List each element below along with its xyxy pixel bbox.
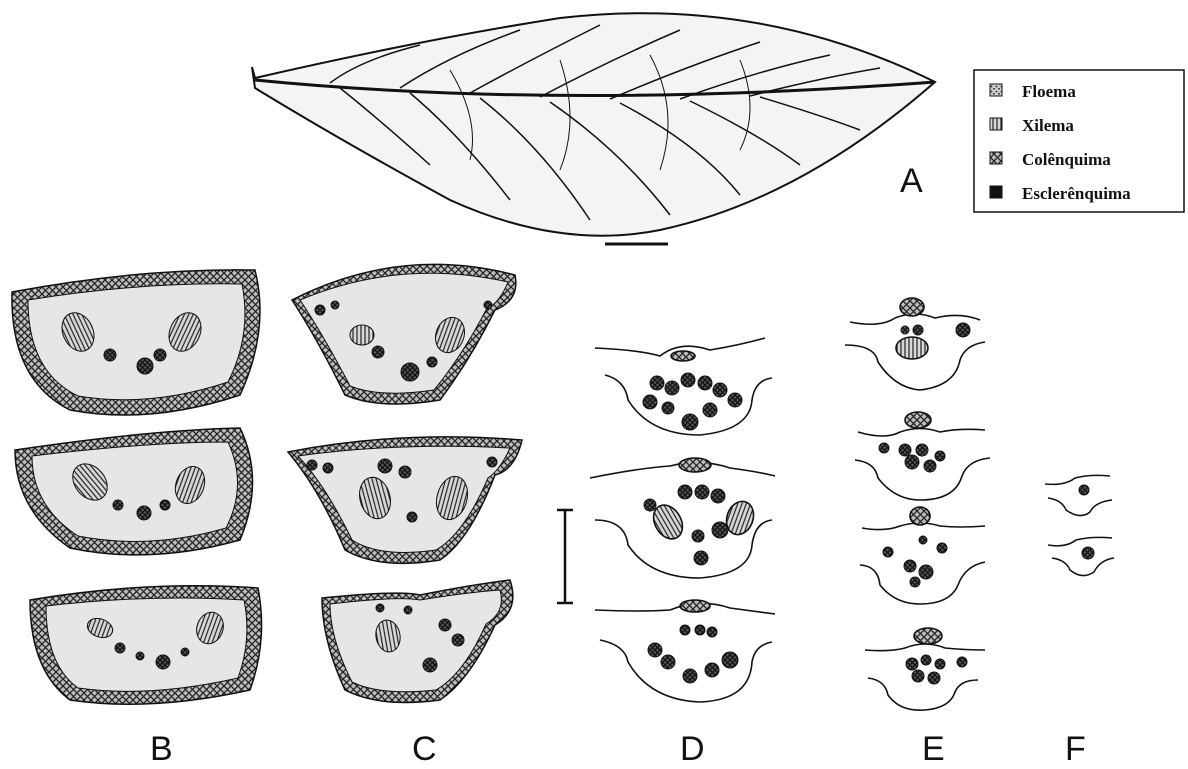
leaf-drawing	[252, 13, 935, 236]
legend-swatch-esclerenquima	[990, 186, 1002, 198]
section-f2	[1048, 537, 1114, 575]
panel-label-e: E	[922, 730, 945, 768]
legend-item-colenquima: Colênquima	[1022, 150, 1111, 169]
section-b3	[30, 586, 262, 705]
section-c1	[292, 264, 516, 404]
legend-item-esclerenquima: Esclerênquima	[1022, 184, 1131, 203]
section-d3	[595, 600, 775, 702]
legend-swatch-xilema	[990, 118, 1002, 130]
legend-swatch-floema	[990, 84, 1002, 96]
legend: Floema Xilema Colênquima Esclerênquima	[974, 70, 1184, 212]
section-e2	[855, 412, 990, 500]
section-e4	[865, 628, 985, 710]
section-d1	[595, 338, 772, 435]
section-c3	[322, 580, 513, 702]
section-e1	[845, 298, 985, 390]
panel-label-c: C	[412, 730, 437, 768]
scale-bar-sections	[557, 510, 573, 603]
panel-label-f: F	[1065, 730, 1086, 768]
legend-item-floema: Floema	[1022, 82, 1076, 101]
section-f1	[1045, 475, 1112, 515]
panel-label-b: B	[150, 730, 173, 768]
section-b1	[12, 270, 260, 415]
section-b2	[15, 428, 253, 555]
panel-label-d: D	[680, 730, 705, 768]
panel-label-a: A	[900, 162, 923, 200]
legend-swatch-colenquima	[990, 152, 1002, 164]
section-c2	[288, 437, 522, 563]
section-d2	[590, 458, 775, 578]
section-e3	[860, 507, 985, 604]
legend-item-xilema: Xilema	[1022, 116, 1074, 135]
